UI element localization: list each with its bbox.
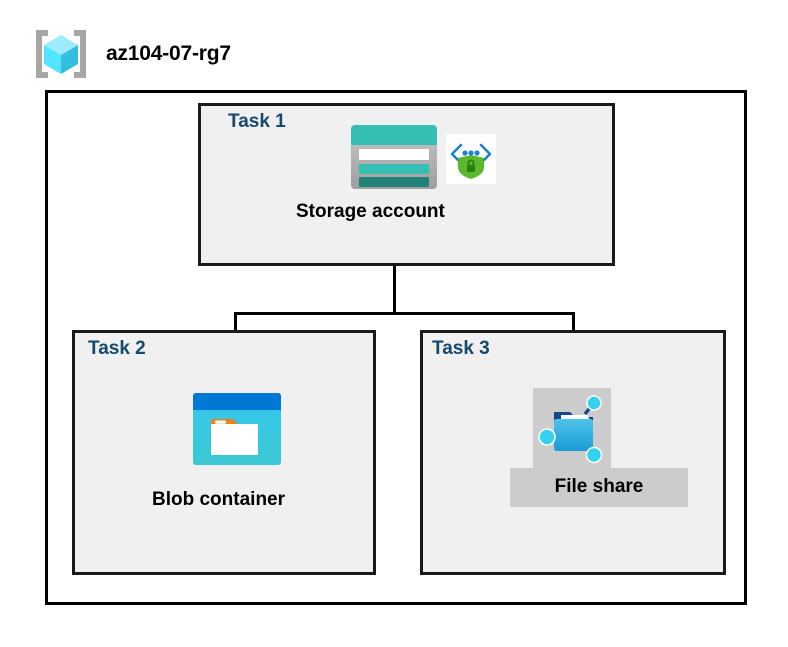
connector-horizontal — [234, 312, 575, 315]
task-3-label: Task 3 — [432, 338, 490, 359]
storage-account-label: Storage account — [296, 201, 445, 222]
blob-container-label: Blob container — [152, 489, 286, 510]
resource-group-title: az104-07-rg7 — [106, 42, 231, 65]
file-share-label: File share — [510, 468, 688, 507]
storage-encryption-icon — [446, 134, 496, 184]
file-share-icon — [537, 392, 607, 464]
resource-group-header: az104-07-rg7 — [30, 27, 231, 81]
blob-container-icon — [193, 393, 281, 465]
task-2-label: Task 2 — [88, 338, 146, 359]
task-1-label: Task 1 — [228, 111, 286, 132]
storage-account-icon — [350, 124, 438, 190]
connector-trunk — [393, 266, 396, 314]
resource-group-icon — [30, 27, 92, 81]
